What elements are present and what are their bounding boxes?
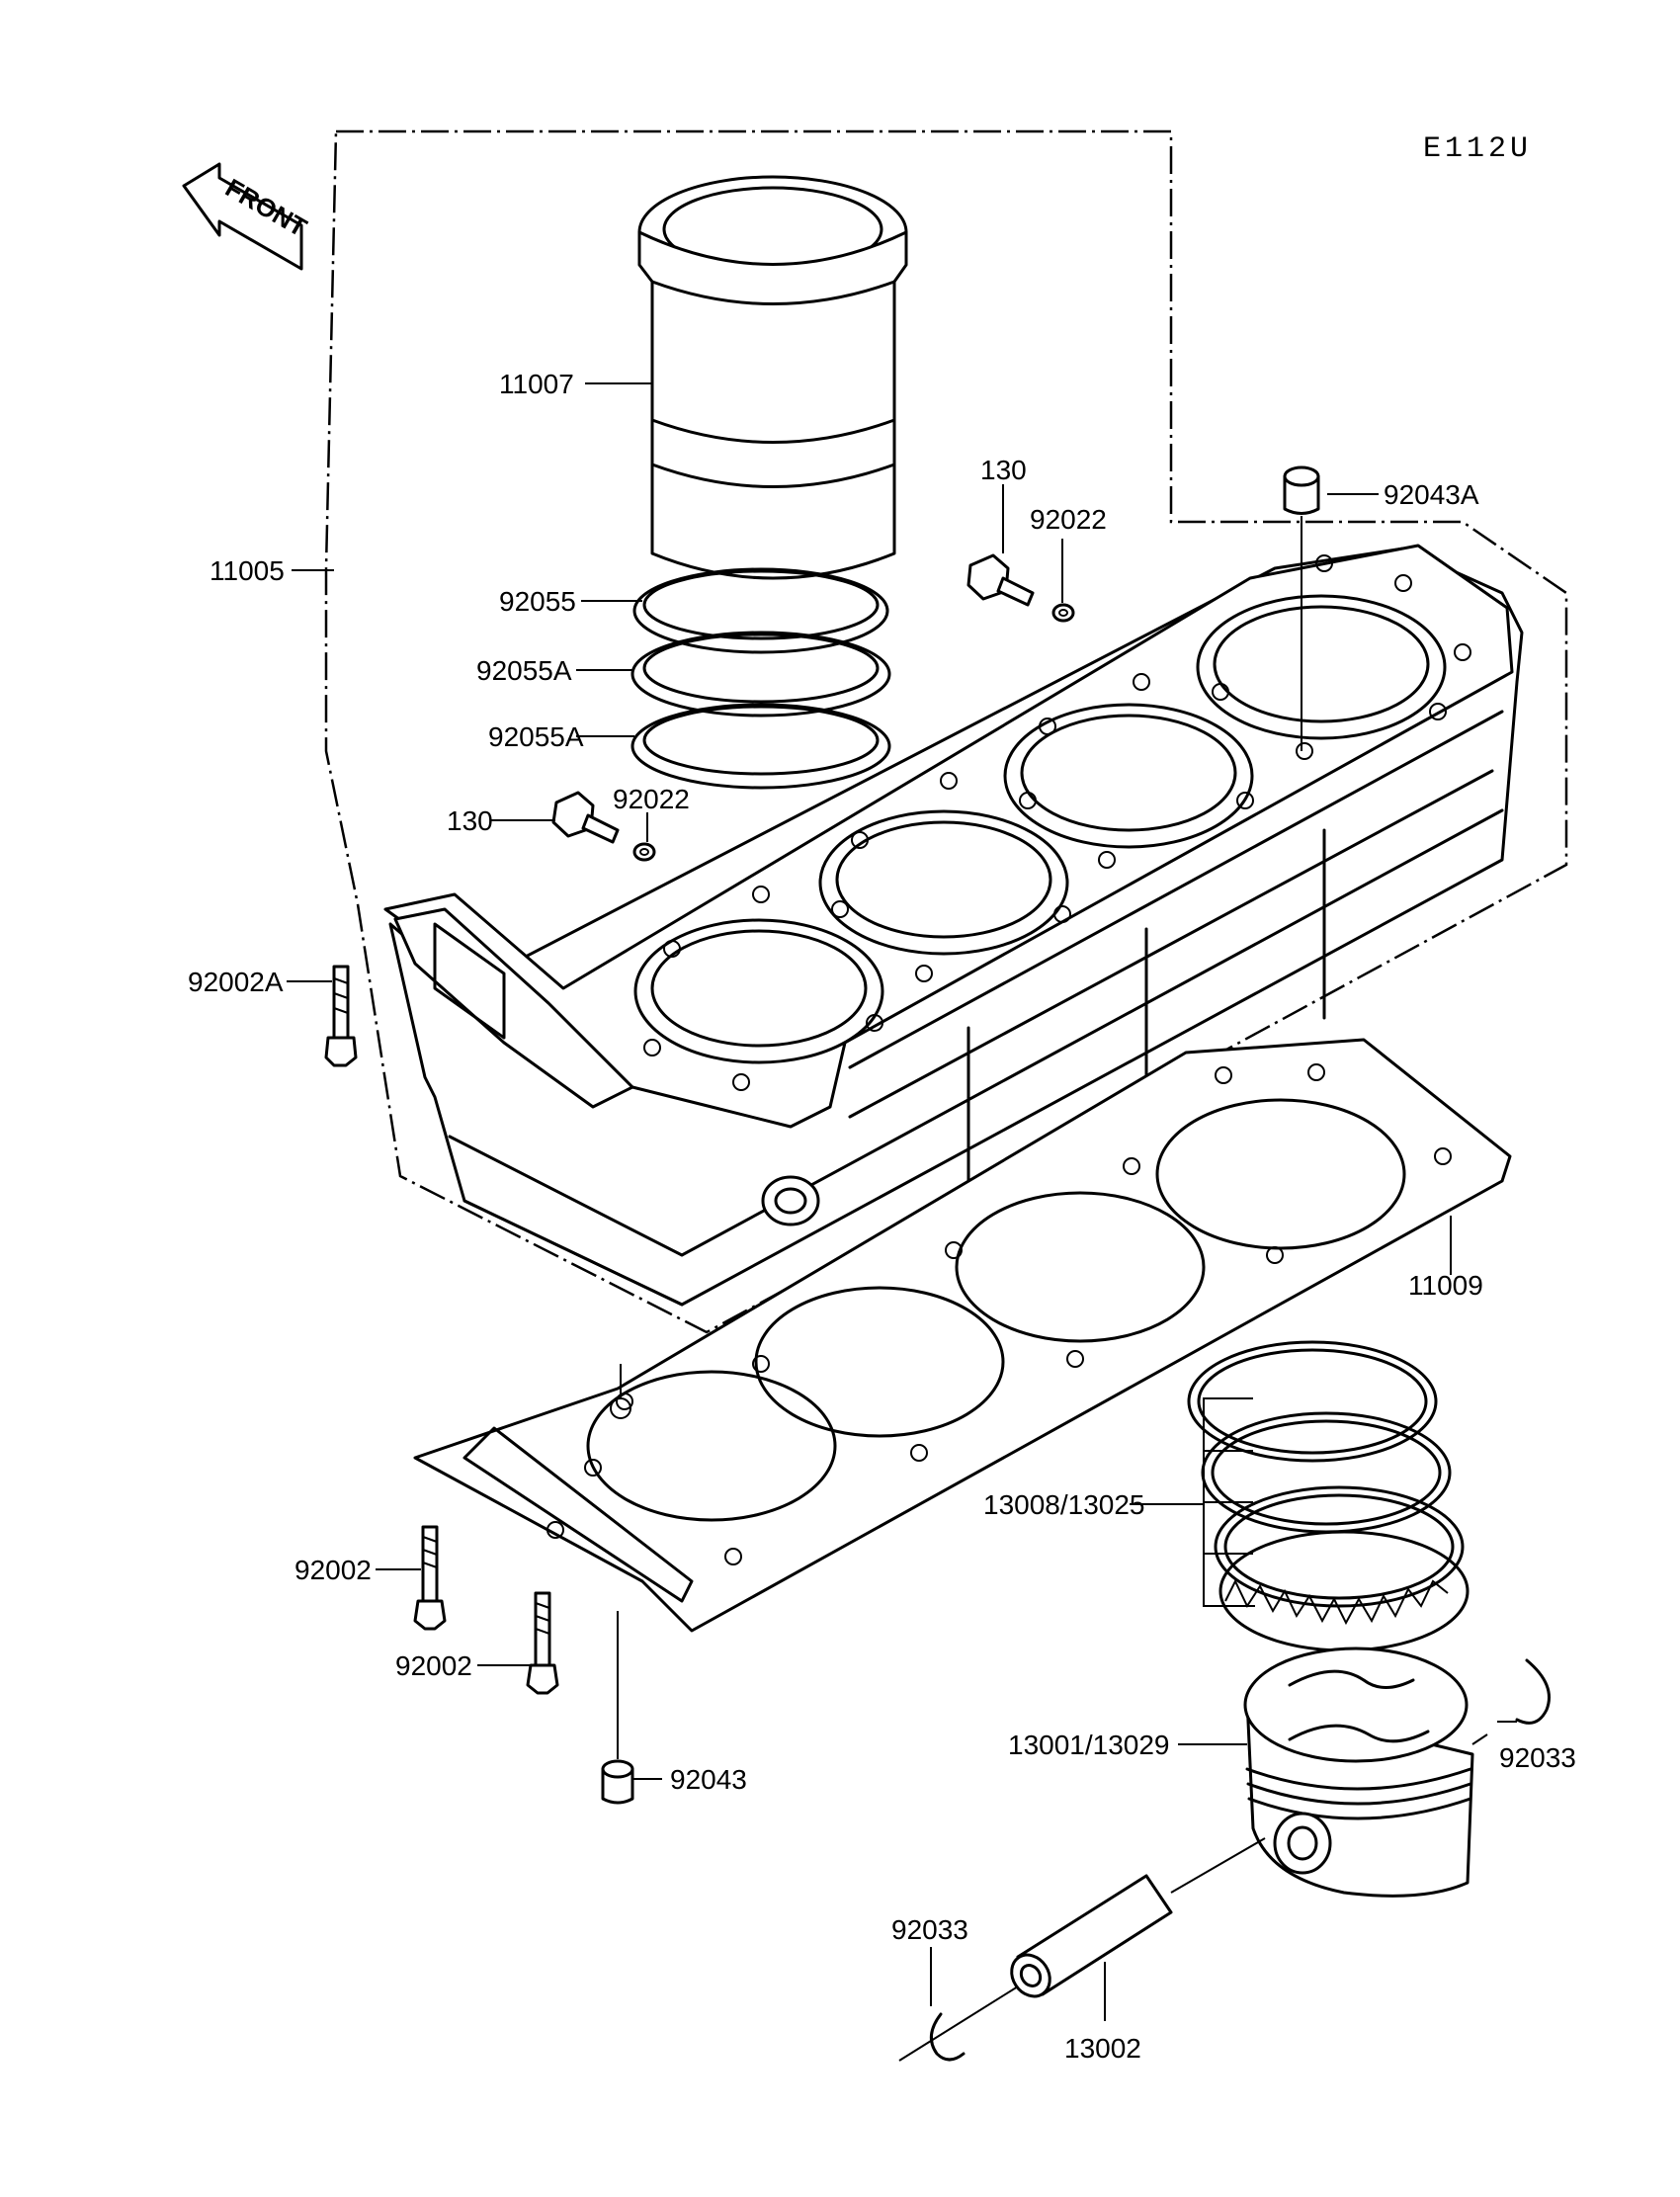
- stud-2: [526, 1591, 559, 1695]
- label-130-right: 130: [980, 455, 1027, 485]
- cylinder-liner: [637, 175, 908, 580]
- label-92043: 92043: [670, 1764, 747, 1795]
- label-13008-13025: 13008/13025: [983, 1489, 1145, 1520]
- label-92055A-2: 92055A: [488, 721, 584, 752]
- front-arrow-icon: FRONT: [182, 162, 312, 271]
- label-92002A: 92002A: [188, 967, 284, 997]
- bolt-left: [551, 791, 656, 862]
- piston-pin: [898, 1837, 1266, 2062]
- label-92055: 92055: [499, 586, 576, 617]
- label-92022-right: 92022: [1030, 504, 1107, 535]
- diagram-code: E112U: [1423, 132, 1532, 166]
- label-92033-left: 92033: [891, 1914, 968, 1945]
- label-92055A-1: 92055A: [476, 655, 572, 686]
- label-11005: 11005: [210, 555, 285, 586]
- bolt-right: [966, 553, 1075, 623]
- label-11007: 11007: [499, 369, 574, 399]
- piston-rings: [1187, 1340, 1470, 1652]
- circlip-right: [1471, 1658, 1551, 1745]
- label-92002-1: 92002: [294, 1555, 372, 1585]
- label-13002: 13002: [1064, 2033, 1141, 2064]
- leader-lines: [287, 382, 1517, 2021]
- stud-1: [413, 1525, 447, 1631]
- dowel-bottom: [601, 1611, 634, 1805]
- dowel-top: [1283, 465, 1320, 751]
- head-gasket: [413, 1038, 1512, 1633]
- label-92033-right: 92033: [1499, 1742, 1576, 1773]
- o-rings: [630, 567, 891, 790]
- circlip-left: [929, 2012, 966, 2062]
- label-92022-left: 92022: [613, 784, 690, 814]
- label-11009: 11009: [1408, 1270, 1483, 1301]
- label-92043A: 92043A: [1384, 479, 1479, 510]
- cylinder-block: [383, 544, 1524, 1307]
- stud-a: [324, 965, 358, 1067]
- piston: [1243, 1647, 1474, 1898]
- label-13001-13029: 13001/13029: [1008, 1730, 1170, 1760]
- label-92002-2: 92002: [395, 1650, 472, 1681]
- label-130-left: 130: [447, 805, 493, 836]
